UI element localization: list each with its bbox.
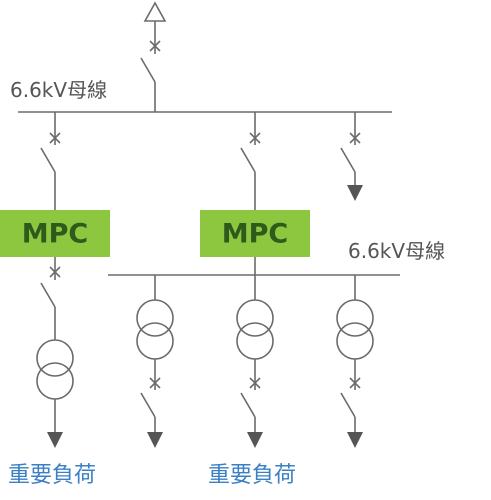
breaker-x-icon [49, 132, 61, 144]
x-stroke [349, 132, 361, 144]
sub-branch-2 [236, 275, 274, 448]
transformer-winding [36, 339, 74, 377]
transformer-icon [236, 299, 274, 360]
mpc-label-left: MPC [22, 219, 88, 250]
switch-blade-icon [40, 282, 56, 308]
load-arrow-icon [247, 432, 263, 448]
transformer-icon [136, 299, 174, 360]
breaker-x-icon [249, 132, 261, 144]
sub-branch-1 [136, 275, 174, 448]
x-stroke [149, 40, 161, 52]
load-label-right: 重要負荷 [208, 463, 296, 488]
incoming-breaker-x-icon [149, 40, 161, 52]
switch-blade-icon [240, 392, 256, 418]
breaker-x-icon [249, 377, 261, 389]
transformer-winding [236, 299, 274, 337]
transformer-winding [236, 322, 274, 360]
transformer-icon [36, 339, 74, 400]
load-arrow-icon [347, 432, 363, 448]
switch-blade-icon [140, 392, 156, 418]
x-stroke [49, 266, 61, 278]
transformer-winding [136, 322, 174, 360]
breaker-x-icon [49, 266, 61, 278]
incoming-switch-blade-icon [140, 57, 156, 83]
x-stroke [349, 377, 361, 389]
main-bus-label: 6.6kV母線 [10, 78, 107, 102]
incoming-feeder [140, 1, 167, 112]
breaker-x-icon [149, 377, 161, 389]
switch-blade-icon [240, 147, 256, 173]
transformer-winding [136, 299, 174, 337]
breaker-x-icon [349, 377, 361, 389]
x-stroke [249, 132, 261, 144]
transformer-winding [336, 299, 374, 337]
source-triangle-icon [143, 1, 167, 22]
switch-blade-icon [340, 147, 356, 173]
load-arrow-icon [347, 185, 363, 201]
sub-bus-label: 6.6kV母線 [348, 239, 445, 263]
x-stroke [49, 132, 61, 144]
breaker-x-icon [349, 132, 361, 144]
load-label-left: 重要負荷 [8, 463, 96, 488]
x-stroke [149, 377, 161, 389]
x-stroke [249, 377, 261, 389]
mpc-label-right: MPC [222, 219, 288, 250]
transformer-winding [336, 322, 374, 360]
transformer-icon [336, 299, 374, 360]
load-arrow-icon [47, 432, 63, 448]
feeder-right [340, 112, 363, 201]
feeder-center: MPC [200, 112, 310, 275]
load-arrow-icon [147, 432, 163, 448]
mpc-box-right [200, 210, 310, 257]
mpc-box-left [0, 210, 110, 257]
transformer-winding [36, 362, 74, 400]
switch-blade-icon [340, 392, 356, 418]
feeder-left: MPC [0, 112, 110, 448]
sub-branch-3 [336, 275, 374, 448]
switch-blade-icon [40, 147, 56, 173]
